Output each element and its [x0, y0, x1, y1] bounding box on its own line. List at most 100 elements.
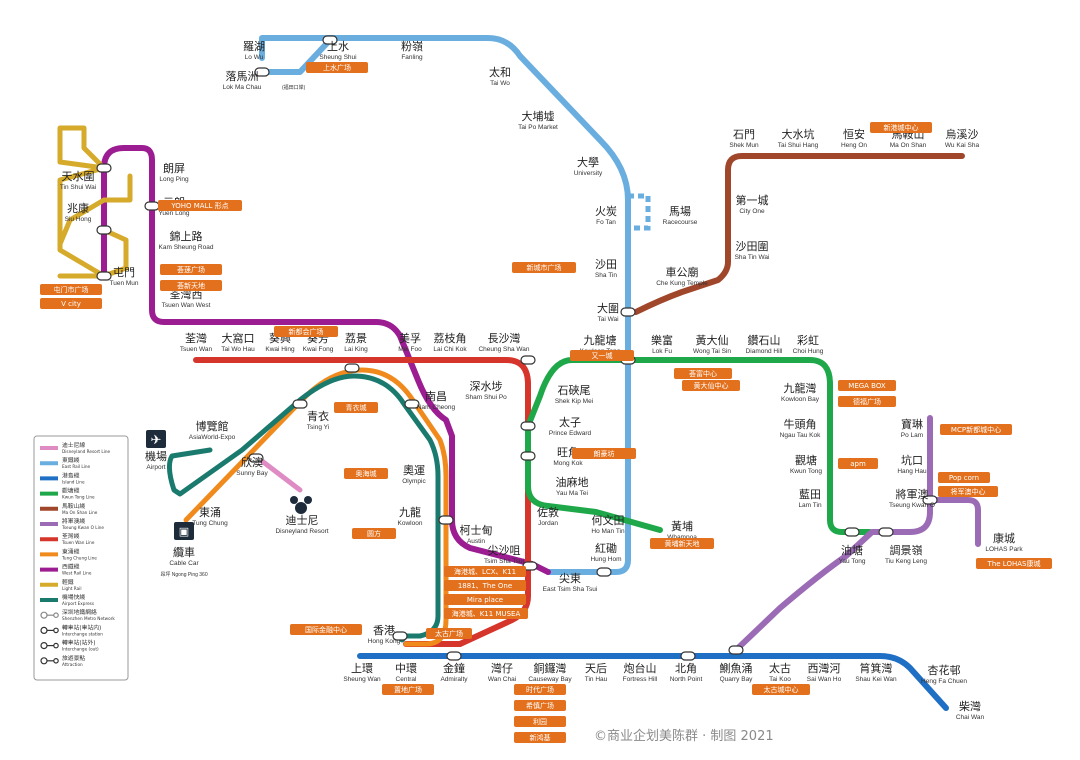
- mall-tag: 时代广场: [514, 684, 566, 695]
- legend-label-en: Disneyland Resort Line: [62, 449, 111, 454]
- interchange-marker: [728, 645, 744, 655]
- station-name-en: Lok Ma Chau: [223, 84, 262, 91]
- station-name-zh: 彩虹: [797, 334, 819, 347]
- station-name-zh: 荔景: [345, 332, 367, 345]
- station-name-zh: 藍田: [799, 488, 821, 501]
- legend-label-zh: 港島綫: [62, 471, 80, 479]
- mall-tag: 荟新天地: [160, 280, 222, 291]
- mall-tag: 青衣城: [334, 402, 378, 413]
- mall-name: 新都会广场: [289, 327, 324, 336]
- station-name-zh: 第一城: [736, 193, 769, 207]
- station-name-en: Tin Shui Wai: [60, 184, 96, 191]
- station-name-zh: 九龍: [399, 505, 421, 519]
- station-name-zh: 柯士甸: [460, 524, 493, 537]
- ma-on-shan-line: [633, 153, 965, 315]
- station-name-en: Yau Ma Tei: [556, 490, 588, 497]
- station-name-en: Shau Kei Wan: [855, 676, 897, 683]
- interchange-marker: [248, 453, 264, 463]
- station-name-zh: 牛頭角: [784, 417, 817, 431]
- legend-label-en: East Rail Line: [62, 464, 91, 469]
- mall-name: YOHO MALL 形点: [170, 202, 228, 210]
- legend-label-en: Light Rail: [62, 586, 82, 591]
- station-name-zh: 沙田圍: [736, 240, 769, 253]
- mall-tag: 利园: [514, 716, 566, 727]
- mall-tag: 希慎广场: [514, 700, 566, 711]
- mall-tag: 黄大仙中心: [682, 380, 740, 391]
- station-name-zh: 長沙灣: [488, 332, 521, 345]
- station-name-en: Sheung Shui: [319, 54, 356, 61]
- station-name-zh: 太古: [769, 662, 791, 675]
- station-name-zh: 博覽館: [196, 419, 229, 433]
- interchange-marker: [596, 567, 612, 577]
- station-name-zh: 佐敦: [537, 505, 559, 519]
- interchange-marker: [922, 495, 938, 505]
- mall-name: 荟蒾广场: [177, 265, 205, 274]
- station-name-en: Hong Kong: [368, 638, 401, 645]
- legend-label-zh: 旅遊景點: [62, 654, 85, 662]
- mall-tag: 海港城、K11 MUSEA: [444, 608, 528, 619]
- cable-car-icon: ▣: [174, 522, 194, 540]
- station-name-zh: 羅湖: [243, 40, 265, 53]
- mall-tag: 新鸿基: [514, 732, 566, 743]
- station-name-en: Prince Edward: [549, 430, 592, 437]
- legend-label-en: Interchange station: [62, 631, 103, 636]
- station-name-zh: 銅鑼灣: [534, 661, 567, 675]
- interchange-marker: [438, 515, 454, 525]
- mall-name: 圆方: [367, 529, 381, 538]
- station-name-zh: 尖沙咀: [488, 544, 521, 557]
- mall-name: 德福广场: [853, 397, 881, 406]
- station-name-en: Fanling: [401, 54, 423, 61]
- legend-label-zh: 轉車站(車站内): [62, 623, 101, 631]
- interchange-marker: [404, 399, 420, 409]
- station-name-en: Shek Kip Mei: [555, 398, 593, 405]
- station-name-zh: 中環: [395, 662, 417, 675]
- interchange-marker: [96, 271, 112, 281]
- station-name-zh: 大窩口: [222, 331, 255, 345]
- station-name-zh: 大水坑: [782, 127, 815, 141]
- mall-name: V city: [61, 300, 81, 308]
- station-name-zh: 大圍: [597, 301, 619, 315]
- station-name-zh: 柴灣: [959, 699, 981, 713]
- station-name-zh: 太子: [559, 416, 581, 429]
- mall-name: Pop corn: [949, 474, 979, 482]
- mall-tag: 荟蒾广场: [160, 264, 222, 275]
- station-name-zh: 寶琳: [901, 417, 923, 431]
- mall-name: The LOHAS康城: [987, 559, 1041, 568]
- legend-label-en: Tung Chung Line: [61, 555, 97, 560]
- interchange-marker: [520, 355, 536, 365]
- station-name-zh: 炮台山: [624, 661, 657, 675]
- legend-label-en: Airport Express: [62, 601, 94, 606]
- interchange-marker: [254, 67, 270, 77]
- legend-label-en: Tseung Kwan O Line: [61, 525, 104, 530]
- station-name-en: Wu Kai Sha: [945, 142, 980, 149]
- mall-name: 又一城: [592, 352, 613, 360]
- station-name-zh: 東涌: [199, 506, 221, 519]
- racecourse-loop: [628, 193, 651, 231]
- mall-name: 新港城中心: [884, 123, 919, 132]
